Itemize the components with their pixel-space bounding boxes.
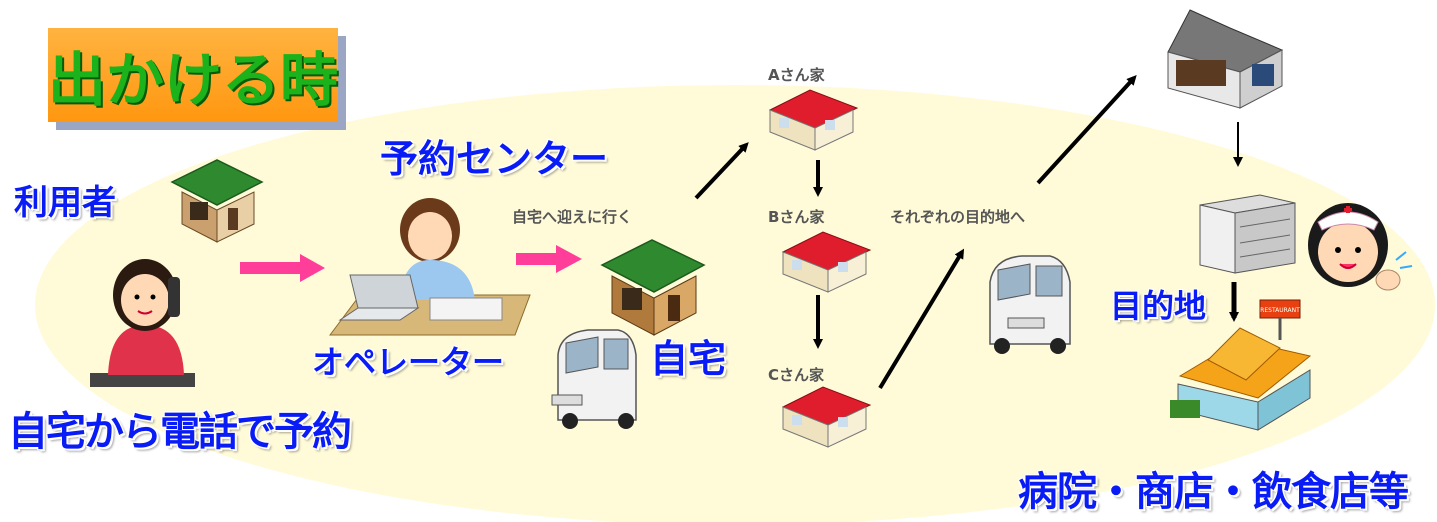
places-label: 病院・商店・飲食店等 <box>1018 469 1409 515</box>
van-icon-right <box>989 255 1071 354</box>
house-c-label: Cさん家 <box>768 366 825 384</box>
house-c-icon <box>781 386 872 448</box>
house-b-label: Bさん家 <box>768 208 825 226</box>
hospital-building-icon <box>1199 194 1296 274</box>
title-box: 出かける時 <box>48 28 338 122</box>
nurse-icon <box>1308 203 1413 291</box>
background-ellipse <box>35 85 1435 522</box>
operator-icon <box>329 198 531 336</box>
house-b-icon <box>781 231 872 293</box>
house-a-label: Aさん家 <box>768 66 825 84</box>
user-label: 利用者 <box>14 183 116 223</box>
arrow-c-to-destinations <box>878 248 965 390</box>
caller-woman-icon <box>90 259 195 387</box>
van-icon-left <box>551 329 637 429</box>
arrow-to-shop <box>1036 75 1137 185</box>
restaurant-sign-text: RESTAURANT <box>1260 307 1300 314</box>
home-label: 自宅 <box>650 337 727 381</box>
arrow-home-to-a <box>694 142 749 200</box>
pickup-label: 自宅へ迎えに行く <box>512 208 633 226</box>
destination-label: 目的地 <box>1110 287 1207 325</box>
operator-label: オペレーター <box>312 343 505 381</box>
shop-icon <box>1167 9 1284 109</box>
arrow-center-to-home <box>516 245 582 273</box>
house-a-icon <box>768 89 859 151</box>
arrow-user-to-center <box>240 254 325 282</box>
home-house-icon <box>600 239 706 336</box>
diagram-title: 出かける時 <box>48 46 339 114</box>
user-house-icon <box>170 159 264 243</box>
reservation-center-label: 予約センター <box>380 137 609 181</box>
reserve-by-phone-label: 自宅から電話で予約 <box>8 409 352 455</box>
to-destinations-label: それぞれの目的地へ <box>890 208 1026 226</box>
restaurant-icon: RESTAURANT <box>1170 299 1312 431</box>
